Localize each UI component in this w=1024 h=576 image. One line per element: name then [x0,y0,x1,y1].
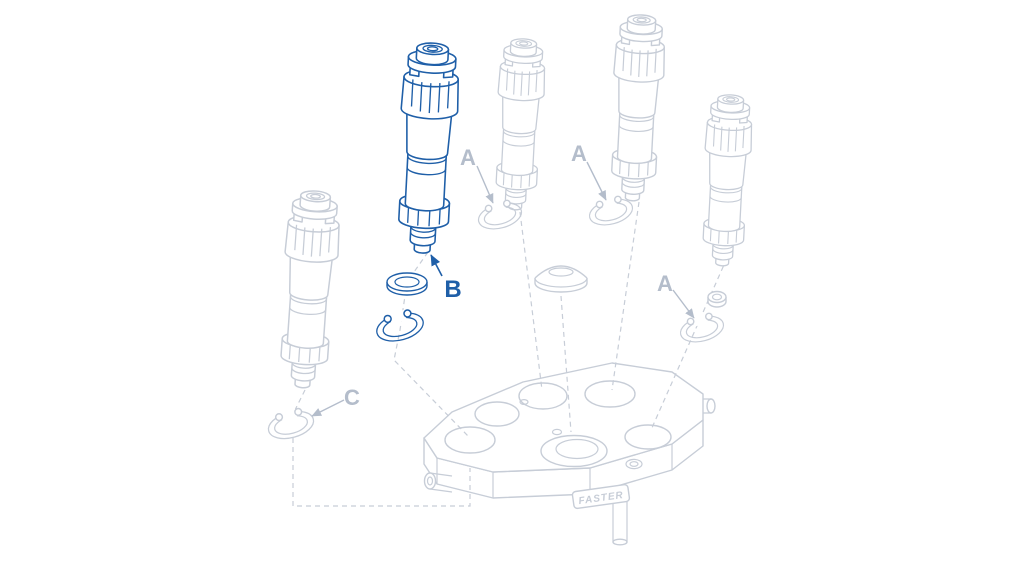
leader-arrow-a1 [476,165,494,204]
label-a-2: A [571,141,587,166]
label-b: B [444,276,461,303]
leader-arrow-a3 [672,289,695,319]
seal-ring-b [386,272,428,296]
assembly-line-a1 [519,211,543,391]
manifold-plate: FASTER [423,362,716,546]
handle-plug [423,472,453,493]
port-hole [444,426,496,454]
coupling-a-3 [698,93,755,268]
dome-plug [534,265,588,293]
coupling-a-1 [491,37,548,212]
leader-arrow-c [311,399,345,417]
label-a-1: A [460,145,476,170]
assembly-line-b [393,251,469,437]
assembly-line-a3 [650,257,728,431]
port-hole [518,382,568,410]
snap-ring-a-3 [678,312,727,347]
assembly-line-c [292,438,471,507]
coupling-highlighted-b [392,40,462,256]
assembly-line-plug [560,295,572,433]
leader-arrow-b [430,254,443,277]
label-a-3: A [657,271,673,296]
hex-nut [707,290,727,308]
center-port-hole [540,434,608,468]
port-hole [584,380,636,408]
coupling-a-2 [606,12,668,203]
assembly-line-a2 [611,201,640,391]
coupling-c [274,188,344,391]
label-c: C [344,385,360,410]
snap-ring-c [265,407,316,443]
port-hole [624,424,672,450]
port-hole [474,401,520,427]
side-stub [703,398,716,414]
leader-arrow-a2 [586,161,607,201]
brand-logo: FASTER [571,483,631,510]
assembly-line-c-short [294,389,306,411]
